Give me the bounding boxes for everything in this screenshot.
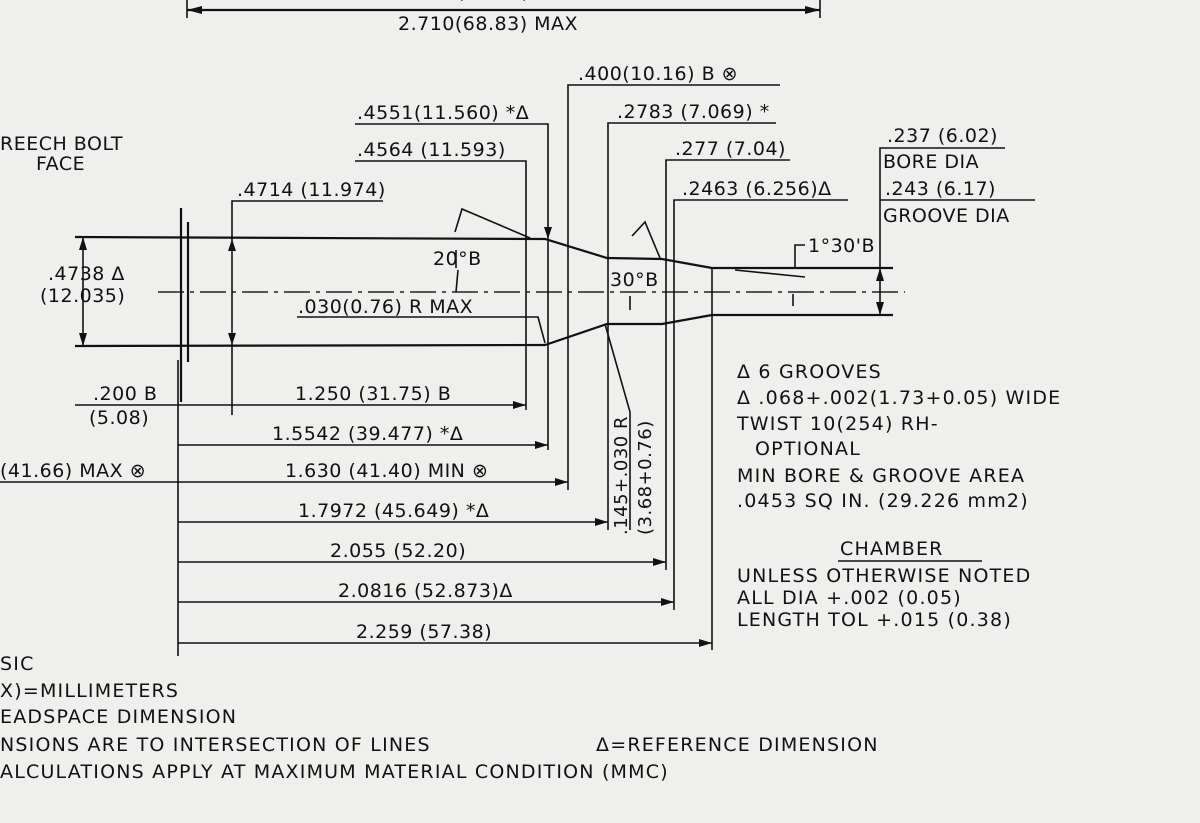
len-1630-min: 1.630 (41.40) MIN ⊗ [285,460,488,482]
overall-min-text: 2.540(64.52) MIN [400,0,574,3]
dimension-labels: REECH BOLT FACE .4714 (11.974) .4564 (11… [0,63,1010,535]
angle-30: 30°B [610,269,659,291]
len-17972: 1.7972 (45.649) *Δ [298,500,489,522]
rifling-note: Δ .068+.002(1.73+0.05) WIDE [737,387,1061,409]
legend: SIC X)=MILLIMETERS EADSPACE DIMENSION NS… [0,653,879,783]
len-2055: 2.055 (52.20) [330,540,466,562]
rifling-note: .0453 SQ IN. (29.226 mm2) [737,490,1029,512]
dim-277: .277 (7.04) [675,138,786,160]
breech-label-2: FACE [36,153,85,175]
chamber-profile [74,208,893,650]
dim-4564: .4564 (11.593) [357,139,506,161]
base-dia-mm: (12.035) [40,285,125,307]
overall-length-dimension: 2.540(64.52) MIN 2.710(68.83) MAX [186,0,821,35]
legend-line: NSIONS ARE TO INTERSECTION OF LINES [0,734,431,756]
len-2259: 2.259 (57.38) [356,621,492,643]
dim-4714: .4714 (11.974) [237,179,386,201]
chamber-notes: CHAMBER UNLESS OTHERWISE NOTED ALL DIA +… [737,538,1031,631]
chamber-note: LENGTH TOL +.015 (0.38) [737,609,1012,631]
rifling-note: MIN BORE & GROOVE AREA [737,465,1025,487]
rifling-note: Δ 6 GROOVES [737,361,882,383]
legend-line: SIC [0,653,35,675]
chamber-note: UNLESS OTHERWISE NOTED [737,565,1031,587]
diameter-leaders [79,84,1035,610]
groove-dia-label: GROOVE DIA [883,205,1010,227]
angle-leaders [297,207,805,413]
legend-line: EADSPACE DIMENSION [0,706,237,728]
dim-400: .400(10.16) B ⊗ [578,63,738,85]
neck-radius-in: .145+.030 R [611,416,632,535]
angle-20: 20°B [433,248,482,270]
legend-reference: Δ=REFERENCE DIMENSION [596,734,879,756]
length-dimensions [0,360,712,656]
rifling-note: OPTIONAL [755,438,861,460]
rifling-note: TWIST 10(254) RH- [736,413,939,435]
bore-dia-value: .237 (6.02) [887,125,998,147]
angle-1-30: 1°30'B [808,235,875,257]
len-15542: 1.5542 (39.477) *Δ [272,423,463,445]
groove-dia-value: .243 (6.17) [885,178,996,200]
neck-radius-mm: (3.68+0.76) [635,420,656,535]
chamber-note: ALL DIA +.002 (0.05) [737,587,962,609]
length-labels: .200 B (5.08) 1.250 (31.75) B 1.5542 (39… [0,383,513,643]
len-200-mm: (5.08) [89,407,149,429]
len-1640-max: (41.66) MAX ⊗ [0,460,146,482]
legend-line: X)=MILLIMETERS [0,680,179,702]
dim-4551: .4551(11.560) *Δ [357,102,529,124]
radius-030: .030(0.76) R MAX [298,296,473,318]
len-200-in: .200 B [93,383,157,405]
chamber-title: CHAMBER [840,538,944,560]
dim-2783: .2783 (7.069) * [617,101,770,123]
breech-label-1: REECH BOLT [0,133,123,155]
dim-2463: .2463 (6.256)Δ [682,178,832,200]
rifling-notes: Δ 6 GROOVES Δ .068+.002(1.73+0.05) WIDE … [736,361,1061,512]
bore-dia-label: BORE DIA [883,151,979,173]
base-dia-in: .4738 Δ [48,263,125,285]
legend-line: ALCULATIONS APPLY AT MAXIMUM MATERIAL CO… [0,761,669,783]
overall-max-text: 2.710(68.83) MAX [398,13,578,35]
len-1250: 1.250 (31.75) B [295,383,451,405]
len-20816: 2.0816 (52.873)Δ [338,580,513,602]
